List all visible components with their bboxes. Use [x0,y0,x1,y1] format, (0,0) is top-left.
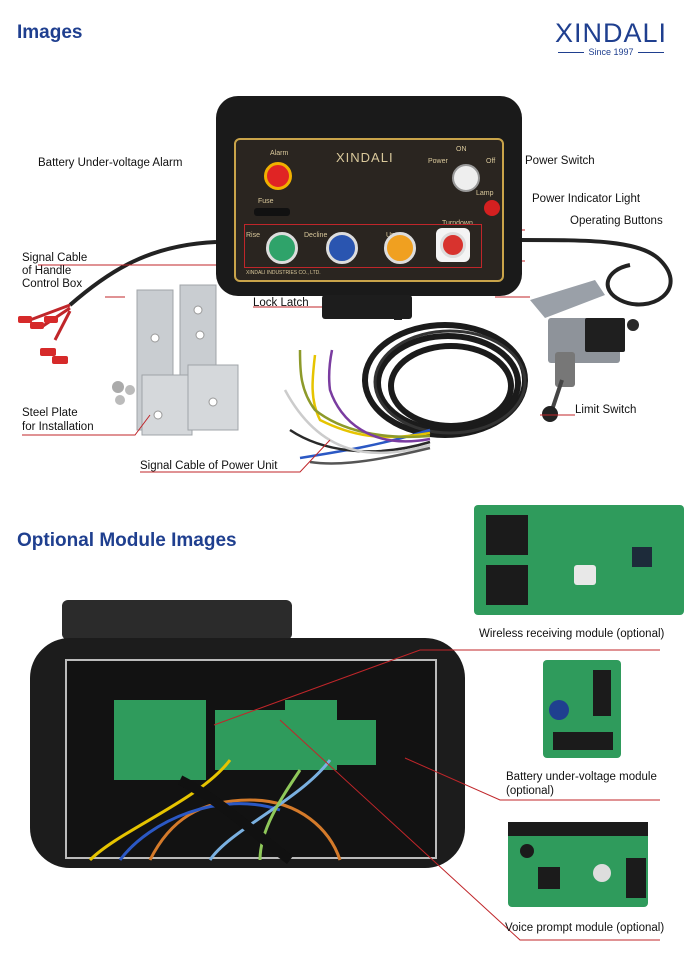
panel-rise-label: Rise [246,232,261,239]
decline-button[interactable] [326,232,358,264]
upturn-button[interactable] [384,232,416,264]
label-power-light: Power Indicator Light [532,193,641,205]
operating-buttons-frame [244,224,482,268]
label-operating-buttons: Operating Buttons [570,215,663,227]
wireless-module-image [474,505,684,615]
label-battery-module-1: Battery under-voltage module [506,771,657,783]
lock-latch[interactable] [322,295,412,319]
optional-modules-photo: Wireless receiving module (optional) Bat… [0,500,700,956]
module-leaders [30,600,660,941]
logo-since: Since 1997 [588,47,634,57]
label-battery-module-2: (optional) [506,785,554,797]
power-switch-knob[interactable] [452,164,480,192]
power-indicator-light [484,200,500,216]
control-box: XINDALI Alarm Fuse Power ON Off Lamp Tur… [216,96,522,296]
logo-wordmark: XINDALI [554,18,668,48]
panel-footer-text: XINDALI INDUSTRIES CO., LTD. [246,270,321,276]
label-signal-cable-2: of Handle [22,265,72,277]
product-photo: XINDALI Alarm Fuse Power ON Off Lamp Tur… [0,90,700,490]
label-steel-plate-2: for Installation [22,421,94,433]
label-voice-module: Voice prompt module (optional) [505,922,665,934]
battery-module-image [543,660,621,758]
section-title-images: Images [17,22,83,43]
brand-logo: XINDALI Since 1997 [538,18,684,57]
label-signal-cable-3: Control Box [22,278,83,290]
control-panel-face: XINDALI Alarm Fuse Power ON Off Lamp Tur… [234,138,504,282]
label-power-switch: Power Switch [525,155,595,167]
panel-off-label: Off [486,158,496,165]
section-title-optional-modules: Optional Module Images [17,530,237,551]
panel-power-label: Power [428,158,448,165]
turndown-button[interactable] [440,232,466,258]
battery-alarm-indicator [264,162,292,190]
label-lock-latch: Lock Latch [253,297,309,309]
label-wireless-module: Wireless receiving module (optional) [479,628,665,640]
panel-alarm-label: Alarm [270,150,289,157]
panel-decline-label: Decline [304,232,328,239]
cables-drawing [18,229,673,473]
rise-button[interactable] [266,232,298,264]
panel-lamp-label: Lamp [476,190,494,197]
panel-on-label: ON [456,146,467,153]
voice-module-image [508,822,648,907]
panel-brand: XINDALI [336,150,394,165]
label-signal-cable-1: Signal Cable [22,252,88,264]
label-battery-alarm: Battery Under-voltage Alarm [38,157,183,169]
label-power-cable: Signal Cable of Power Unit [140,460,278,472]
fuse-holder[interactable] [254,208,290,216]
panel-fuse-label: Fuse [258,198,274,205]
label-limit-switch: Limit Switch [575,404,637,416]
panel-turndown-label: Turndown [442,220,473,227]
label-steel-plate-1: Steel Plate [22,407,78,419]
